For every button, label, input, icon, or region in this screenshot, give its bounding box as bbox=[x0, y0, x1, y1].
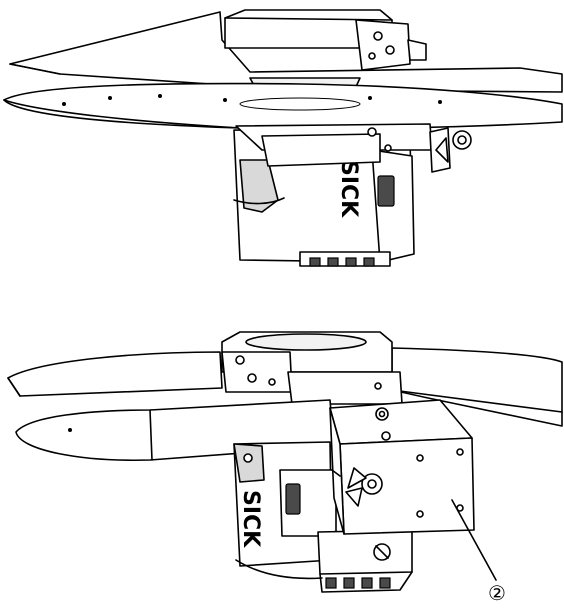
bottom-connector-row bbox=[325, 577, 391, 589]
top-brand-label: SICK bbox=[336, 160, 361, 218]
callout-2-label: ② bbox=[488, 581, 506, 605]
callout-leader-line bbox=[451, 499, 497, 581]
bottom-scanner-body: SICK bbox=[233, 441, 413, 593]
top-upper-disc bbox=[9, 11, 563, 93]
mounting-bracket bbox=[329, 399, 475, 535]
top-wing-screw bbox=[429, 127, 472, 173]
top-assembly: SICK bbox=[3, 9, 563, 267]
bottom-hub bbox=[221, 331, 403, 405]
bottom-upper-disc bbox=[7, 351, 223, 397]
bottom-brand-label: SICK bbox=[238, 490, 263, 548]
bottom-assembly: SICK bbox=[7, 331, 563, 605]
top-lower-disc bbox=[3, 82, 563, 130]
top-connector-row bbox=[309, 257, 375, 267]
bottom-wing-screw bbox=[331, 467, 383, 507]
